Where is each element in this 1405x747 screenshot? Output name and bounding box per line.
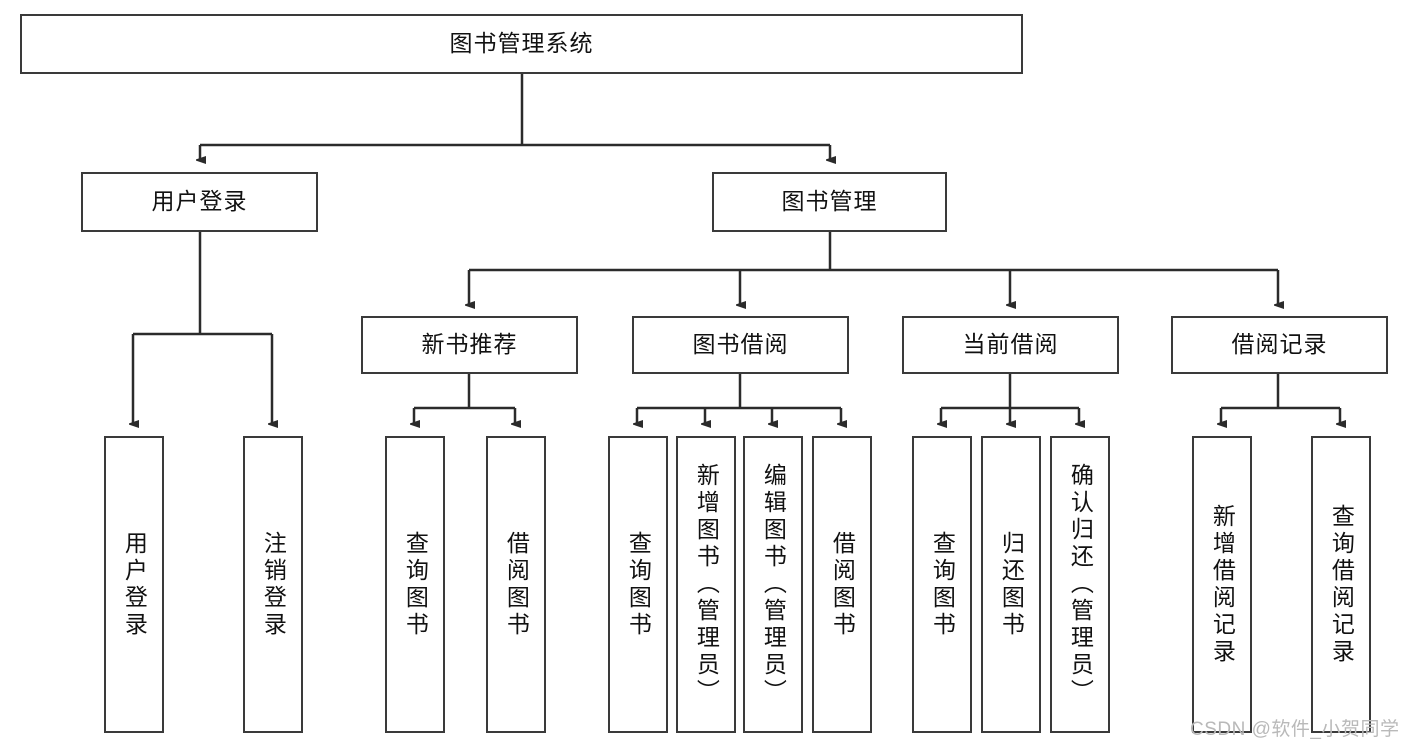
node-label: 图书管理: [781, 188, 878, 215]
node-label: 图书管理系统: [449, 30, 594, 57]
node-leaf-query-book-current[interactable]: 查询图书: [912, 436, 972, 733]
node-label: 确认归还（管理员）: [1067, 463, 1094, 706]
node-leaf-add-borrow-record[interactable]: 新增借阅记录: [1192, 436, 1252, 733]
csdn-watermark: CSDN @软件_小贺同学: [1190, 719, 1400, 740]
node-label: 查询图书: [402, 530, 429, 639]
node-leaf-query-book-borrow[interactable]: 查询图书: [608, 436, 668, 733]
node-label: 查询借阅记录: [1328, 503, 1355, 666]
node-label: 当前借阅: [962, 331, 1059, 358]
node-label: 归还图书: [998, 530, 1025, 639]
node-label: 借阅记录: [1231, 331, 1328, 358]
node-leaf-add-book-admin[interactable]: 新增图书（管理员）: [676, 436, 736, 733]
node-leaf-edit-book-admin[interactable]: 编辑图书（管理员）: [743, 436, 803, 733]
node-label: 注销登录: [260, 530, 287, 639]
node-leaf-borrow-book[interactable]: 借阅图书: [812, 436, 872, 733]
node-label: 借阅图书: [503, 530, 530, 639]
node-leaf-borrow-book-recommend[interactable]: 借阅图书: [486, 436, 546, 733]
node-leaf-query-borrow-record[interactable]: 查询借阅记录: [1311, 436, 1371, 733]
node-label: 新增借阅记录: [1209, 503, 1236, 666]
node-label: 新书推荐: [421, 331, 518, 358]
node-current-borrow[interactable]: 当前借阅: [902, 316, 1119, 374]
node-label: 借阅图书: [829, 530, 856, 639]
node-label: 查询图书: [929, 530, 956, 639]
node-leaf-user-login[interactable]: 用户登录: [104, 436, 164, 733]
node-leaf-return-book[interactable]: 归还图书: [981, 436, 1041, 733]
node-book-management-system[interactable]: 图书管理系统: [20, 14, 1023, 74]
node-label: 编辑图书（管理员）: [760, 463, 787, 706]
node-leaf-query-book-recommend[interactable]: 查询图书: [385, 436, 445, 733]
node-book-borrow[interactable]: 图书借阅: [632, 316, 849, 374]
node-borrow-record[interactable]: 借阅记录: [1171, 316, 1388, 374]
node-label: 新增图书（管理员）: [693, 463, 720, 706]
node-book-management[interactable]: 图书管理: [712, 172, 947, 232]
node-leaf-confirm-return-admin[interactable]: 确认归还（管理员）: [1050, 436, 1110, 733]
node-label: 图书借阅: [692, 331, 789, 358]
node-user-login[interactable]: 用户登录: [81, 172, 318, 232]
node-label: 查询图书: [625, 530, 652, 639]
node-label: 用户登录: [151, 188, 248, 215]
node-new-book-recommend[interactable]: 新书推荐: [361, 316, 578, 374]
node-label: 用户登录: [121, 530, 148, 639]
node-leaf-logout[interactable]: 注销登录: [243, 436, 303, 733]
